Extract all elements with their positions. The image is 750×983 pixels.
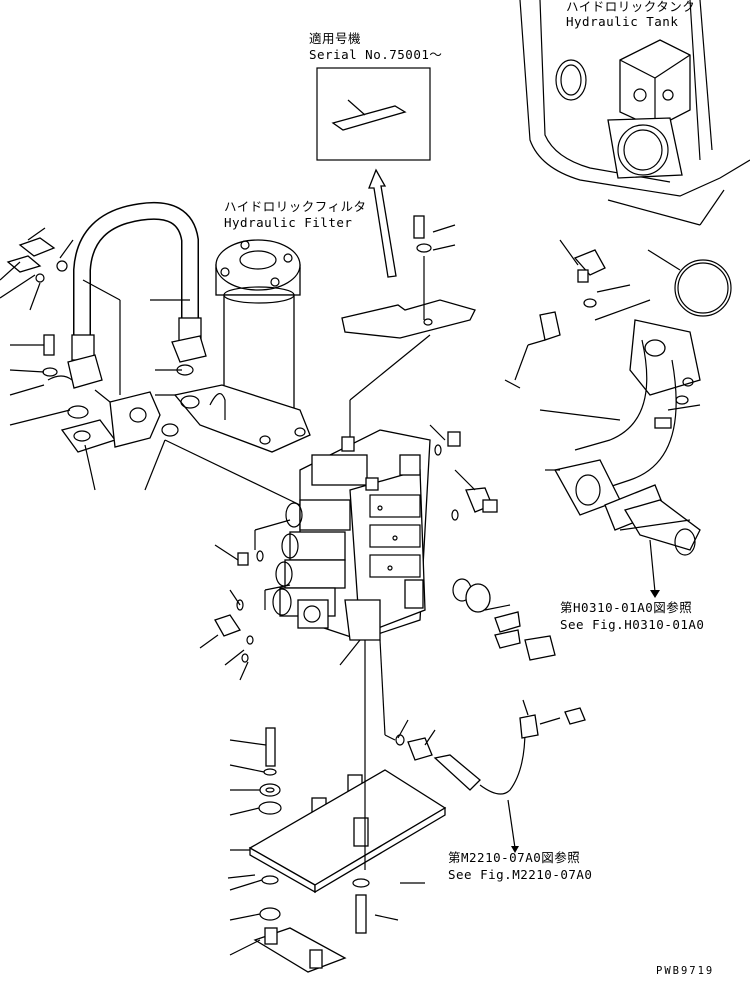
tank-label-en: Hydraulic Tank — [566, 14, 679, 29]
o-ring-large — [647, 249, 732, 317]
pressure-sensor-cable — [379, 639, 586, 853]
valve-fittings-left — [199, 544, 264, 681]
hydraulic-hose — [67, 201, 207, 395]
tank-label-ja: ハイドロリックタンク — [566, 0, 696, 14]
serial-label-en: Serial No.75001～ — [309, 47, 443, 62]
filter-label-en: Hydraulic Filter — [224, 215, 353, 230]
mounting-plate-upper — [341, 215, 476, 440]
ref2-label-en: See Fig.M2210-07A0 — [448, 867, 593, 882]
hydraulic-filter — [173, 239, 311, 453]
hydraulic-tank — [519, 0, 750, 226]
filter-label-ja: ハイドロリックフィルタ — [224, 199, 367, 214]
left-flange-assembly — [0, 227, 301, 506]
serial-inset — [316, 67, 431, 161]
ref2-label-ja: 第M2210-07A0図参照 — [448, 850, 581, 865]
ref1-label-en: See Fig.H0310-01A0 — [560, 617, 705, 632]
valve-fittings-right — [429, 424, 556, 661]
suction-pipe — [539, 319, 701, 598]
serial-label-ja: 適用号機 — [309, 31, 362, 46]
pipe-elbow-bottom — [619, 519, 691, 531]
lower-mount-assembly — [227, 640, 447, 973]
ref1-label-ja: 第H0310-01A0図参照 — [560, 600, 693, 615]
control-valve — [254, 429, 431, 666]
sensor-fitting — [504, 239, 651, 389]
callout-arrow — [368, 168, 397, 278]
drawing-number: PWB9719 — [656, 965, 715, 977]
